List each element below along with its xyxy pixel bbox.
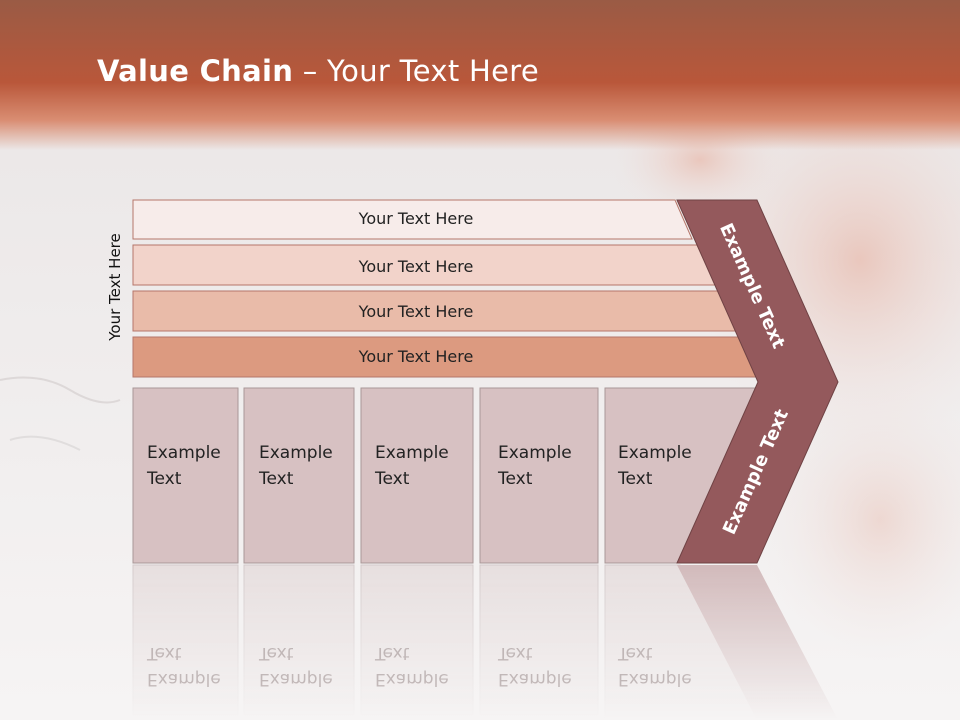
bar-3-label: Your Text Here — [358, 302, 474, 321]
column-1 — [132, 387, 239, 564]
bar-2-label: Your Text Here — [358, 257, 474, 276]
side-label-text: Your Text Here — [106, 233, 124, 341]
slide-title: Value Chain – Your Text Here — [97, 54, 539, 88]
column-3-line1: Example — [375, 443, 449, 463]
column-4 — [479, 387, 599, 564]
column-3-line2: Text — [375, 469, 410, 489]
bar-4-label: Your Text Here — [358, 347, 474, 366]
column-2 — [243, 387, 355, 564]
bar-1-label: Your Text Here — [358, 209, 474, 228]
column-4-line1: Example — [498, 443, 572, 463]
column-3 — [360, 387, 474, 564]
bar-1 — [132, 199, 693, 240]
column-1-line1: Example — [147, 443, 221, 463]
chevron-arrow — [676, 199, 839, 564]
title-rest: – Your Text Here — [293, 54, 539, 88]
title-bold: Value Chain — [97, 54, 294, 88]
column-2-line1: Example — [259, 443, 333, 463]
column-1-line2: Text — [147, 469, 182, 489]
header-band — [0, 0, 960, 150]
column-4-line2: Text — [498, 469, 533, 489]
column-2-line2: Text — [259, 469, 294, 489]
column-5-line2: Text — [618, 469, 653, 489]
column-5-line1: Example — [618, 443, 692, 463]
